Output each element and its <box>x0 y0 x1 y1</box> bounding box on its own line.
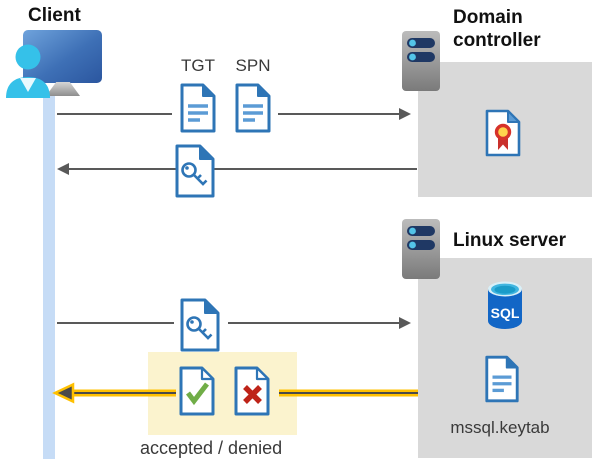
spn-ticket-icon <box>235 83 271 133</box>
denied-document-icon <box>234 366 270 416</box>
key-ticket-icon-dc <box>175 144 215 198</box>
accepted-document-icon <box>179 366 215 416</box>
domain-controller-label: Domain controller <box>453 7 541 51</box>
response-arrow-to-client <box>57 163 417 175</box>
linux-server-label: Linux server <box>453 230 566 251</box>
spn-label: SPN <box>235 56 271 75</box>
client-lifeline <box>43 94 55 459</box>
request-arrow-to-linux <box>57 317 411 329</box>
domain-controller-server-icon <box>402 31 440 91</box>
sql-label: SQL <box>491 305 520 321</box>
linux-server-icon <box>402 219 440 279</box>
keytab-file-icon <box>485 355 519 403</box>
key-ticket-icon-linux <box>180 298 220 352</box>
client-icon <box>0 0 120 100</box>
monitor-stand <box>46 82 80 96</box>
tgt-label: TGT <box>181 56 215 75</box>
sql-database-icon: SQL <box>488 281 522 329</box>
result-highlight-box <box>148 352 297 435</box>
client-label: Client <box>28 5 81 26</box>
tgt-ticket-icon <box>180 83 216 133</box>
keytab-label: mssql.keytab <box>450 418 550 437</box>
person-icon <box>6 44 50 98</box>
result-label: accepted / denied <box>140 438 283 458</box>
certificate-icon <box>485 109 521 157</box>
